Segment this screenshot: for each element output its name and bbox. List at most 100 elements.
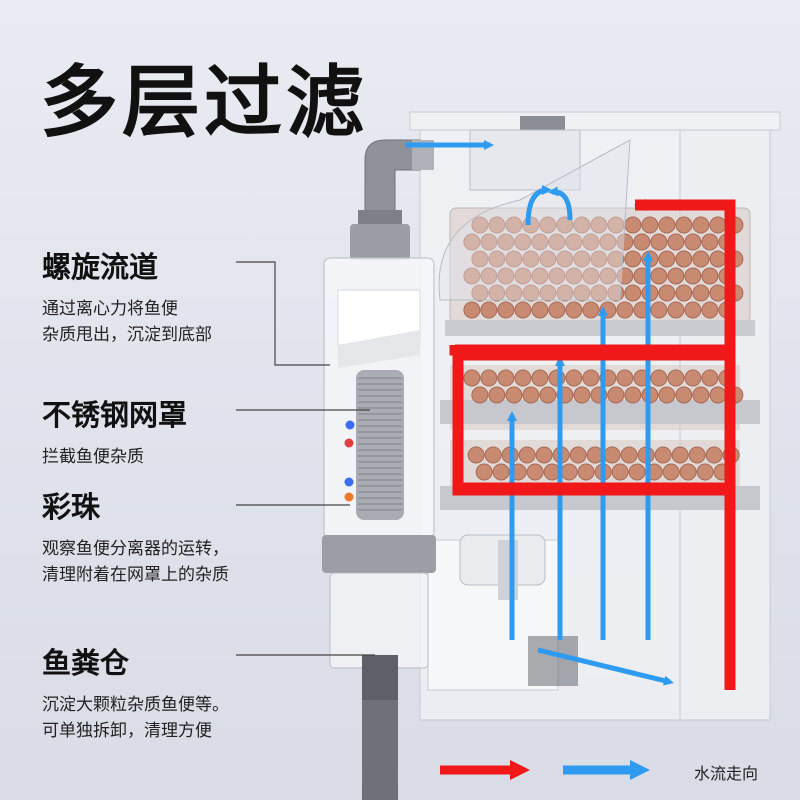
bio-ball xyxy=(616,369,634,387)
bio-ball xyxy=(624,284,642,302)
bio-ball xyxy=(641,216,659,234)
feature-steel-mesh: 不锈钢网罩 拦截鱼便杂质 xyxy=(42,392,187,470)
bio-ball xyxy=(675,216,693,234)
bio-ball xyxy=(705,446,723,464)
bio-ball xyxy=(514,369,532,387)
bio-ball xyxy=(539,216,557,234)
bio-ball xyxy=(650,267,668,285)
bio-ball xyxy=(684,267,702,285)
bio-ball xyxy=(688,446,706,464)
bio-ball xyxy=(709,284,727,302)
bio-ball xyxy=(565,267,583,285)
bio-ball xyxy=(628,463,646,481)
feature-spiral-channel: 螺旋流道 通过离心力将鱼便 杂质甩出，沉淀到底部 xyxy=(42,244,212,348)
bio-ball xyxy=(505,284,523,302)
bio-ball xyxy=(463,301,481,319)
bio-ball xyxy=(497,369,515,387)
bio-ball xyxy=(548,233,566,251)
bio-ball xyxy=(480,233,498,251)
bio-ball xyxy=(590,284,608,302)
bio-ball xyxy=(539,386,557,404)
bio-ball xyxy=(526,463,544,481)
blue-bead-icon xyxy=(345,420,355,430)
bio-ball xyxy=(654,446,672,464)
bio-ball xyxy=(582,369,600,387)
bio-ball xyxy=(675,250,693,268)
bio-ball xyxy=(692,386,710,404)
bio-ball xyxy=(522,250,540,268)
bio-ball xyxy=(624,250,642,268)
bio-ball xyxy=(531,369,549,387)
bio-ball xyxy=(467,446,485,464)
bio-ball xyxy=(616,301,634,319)
bio-ball xyxy=(565,301,583,319)
bio-ball xyxy=(607,216,625,234)
bio-ball xyxy=(518,446,536,464)
feature-description: 沉淀大颗粒杂质鱼便等。 可单独拆卸，清理方便 xyxy=(42,695,229,741)
bio-ball xyxy=(573,284,591,302)
bio-ball xyxy=(650,233,668,251)
bio-ball xyxy=(599,267,617,285)
bio-ball xyxy=(667,233,685,251)
bio-ball xyxy=(488,386,506,404)
feature-heading: 螺旋流道 xyxy=(42,250,159,284)
bio-ball xyxy=(573,216,591,234)
orange-bead-icon xyxy=(344,492,354,502)
bio-ball xyxy=(556,284,574,302)
bio-ball xyxy=(573,250,591,268)
bio-ball xyxy=(535,446,553,464)
leader-lines xyxy=(236,261,375,656)
bio-ball xyxy=(514,301,532,319)
bio-ball xyxy=(548,267,566,285)
bio-ball xyxy=(692,216,710,234)
bio-ball xyxy=(701,267,719,285)
legend-label: 水流走向 xyxy=(694,764,759,783)
bio-ball xyxy=(607,250,625,268)
bio-ball xyxy=(539,284,557,302)
bio-ball xyxy=(565,369,583,387)
bio-ball xyxy=(475,463,493,481)
bio-ball xyxy=(611,463,629,481)
feature-heading: 鱼粪仓 xyxy=(42,646,130,680)
bio-ball xyxy=(560,463,578,481)
bio-ball xyxy=(658,250,676,268)
fish-waste-separator xyxy=(322,139,436,800)
feature-description: 通过离心力将鱼便 杂质甩出，沉淀到底部 xyxy=(42,299,212,345)
bio-ball xyxy=(582,233,600,251)
bio-ball xyxy=(667,369,685,387)
bio-ball xyxy=(675,386,693,404)
bio-ball xyxy=(480,301,498,319)
bio-ball xyxy=(709,216,727,234)
bio-ball xyxy=(480,369,498,387)
bio-ball xyxy=(531,301,549,319)
bio-ball xyxy=(590,250,608,268)
bio-ball xyxy=(709,386,727,404)
bio-ball xyxy=(582,267,600,285)
bio-ball xyxy=(684,233,702,251)
bio-ball xyxy=(582,301,600,319)
page-title: 多层过滤 xyxy=(40,58,369,148)
bio-ball xyxy=(658,386,676,404)
feature-heading: 彩珠 xyxy=(42,490,101,524)
bio-ball xyxy=(701,301,719,319)
bio-ball xyxy=(662,463,680,481)
bio-ball xyxy=(692,284,710,302)
bio-ball xyxy=(709,250,727,268)
bio-ball xyxy=(539,250,557,268)
red-flow-arrow xyxy=(449,199,736,690)
bio-ball xyxy=(650,301,668,319)
bio-ball xyxy=(505,250,523,268)
bio-ball xyxy=(463,369,481,387)
blue-bead-icon xyxy=(344,477,354,487)
bio-ball xyxy=(471,386,489,404)
bio-ball xyxy=(463,267,481,285)
bio-ball xyxy=(599,233,617,251)
bio-ball xyxy=(565,233,583,251)
bio-ball xyxy=(488,216,506,234)
blue-flow-arrows xyxy=(405,140,674,686)
feature-waste-chamber: 鱼粪仓 沉淀大颗粒杂质鱼便等。 可单独拆卸，清理方便 xyxy=(42,640,229,744)
bio-ball xyxy=(679,463,697,481)
bio-ball xyxy=(484,446,502,464)
mesh-pattern xyxy=(358,377,402,511)
bio-ball xyxy=(684,301,702,319)
